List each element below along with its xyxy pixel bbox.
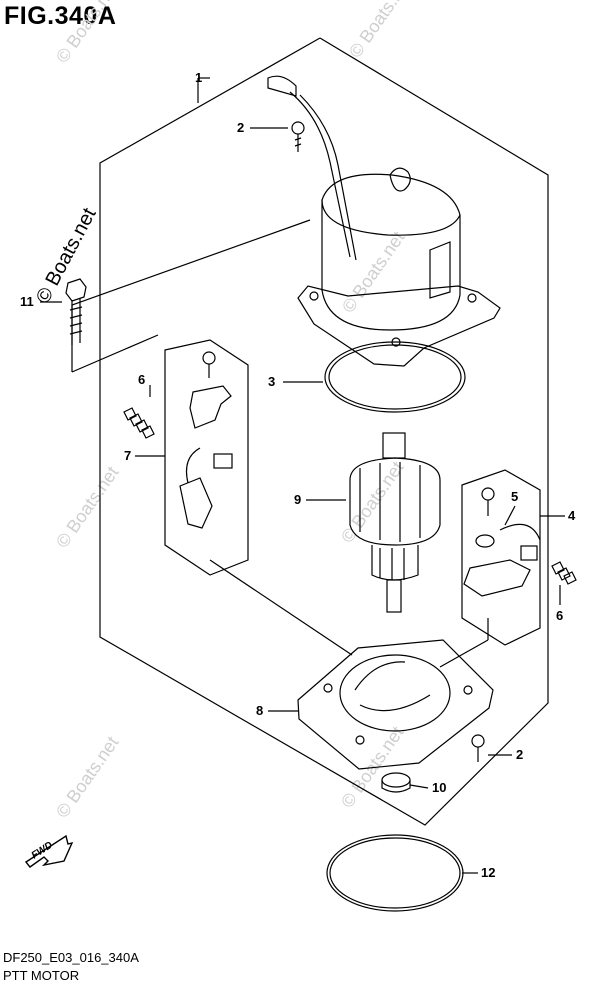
callout-11: 11 <box>20 294 34 309</box>
assembly-outline <box>99 37 549 826</box>
callout-2: 2 <box>237 120 244 135</box>
armature <box>349 432 441 613</box>
seal <box>381 772 411 793</box>
brush-holder-box-right <box>461 469 541 646</box>
callout-9: 9 <box>294 492 301 507</box>
brush-holder-left <box>179 351 233 529</box>
callout-2: 2 <box>516 747 523 762</box>
callout-12: 12 <box>481 865 495 880</box>
callout-1: 1 <box>195 70 202 85</box>
brush-holder-right <box>463 487 541 597</box>
callout-10: 10 <box>432 780 446 795</box>
spring-left <box>123 407 155 439</box>
callout-3: 3 <box>268 374 275 389</box>
motor-housing <box>267 75 501 367</box>
screw-bottom <box>471 734 485 762</box>
callout-4: 4 <box>568 508 576 523</box>
diagram-name: PTT MOTOR <box>3 968 80 983</box>
o-ring-bottom <box>326 834 464 912</box>
figure-title: FIG.340A <box>4 2 117 30</box>
spring-right <box>551 561 577 585</box>
callout-6: 6 <box>556 608 563 623</box>
fwd-arrow <box>24 834 74 868</box>
screw-top <box>291 121 305 152</box>
o-ring-top <box>324 341 466 413</box>
callout-5: 5 <box>511 489 518 504</box>
callout-7: 7 <box>124 448 131 463</box>
bolt <box>65 278 87 345</box>
end-cover <box>297 639 494 770</box>
diagram-code: DF250_E03_016_340A <box>3 950 139 965</box>
brush-holder-box <box>164 339 249 576</box>
motor-box <box>71 219 311 372</box>
callout-6: 6 <box>138 372 145 387</box>
callout-8: 8 <box>256 703 263 718</box>
